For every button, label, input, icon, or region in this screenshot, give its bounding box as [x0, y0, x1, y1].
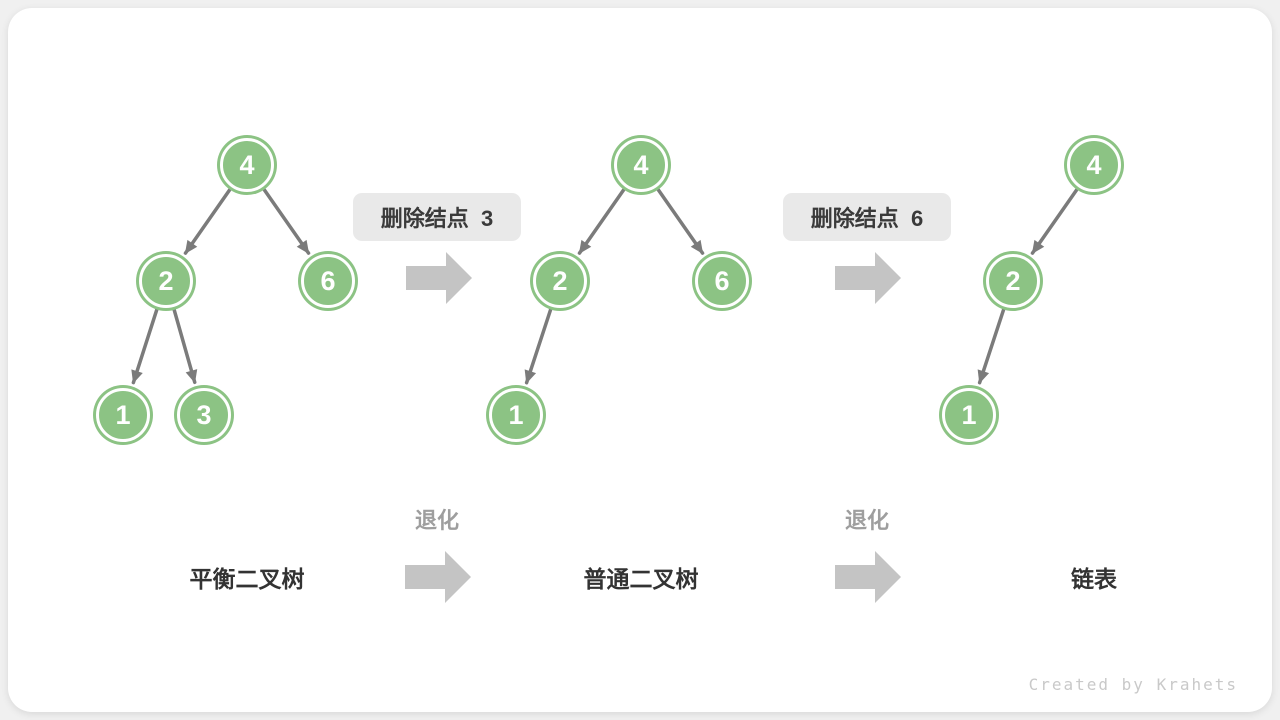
caption-ordinary-binary-tree: 普通二叉树: [583, 566, 699, 592]
step-right-arrow-icon: [406, 252, 472, 304]
balanced-binary-tree-node-6: 6: [298, 251, 358, 311]
balanced-binary-tree-node-2: 2: [136, 251, 196, 311]
balanced-binary-tree-node-1: 1: [93, 385, 153, 445]
tree-edge-2-1: [977, 307, 1006, 385]
linked-list-tree-node-1: 1: [939, 385, 999, 445]
degrade-right-arrow-icon: [405, 551, 471, 603]
degrade-label: 退化: [844, 508, 890, 533]
ordinary-binary-tree-node-4: 4: [611, 135, 671, 195]
tree-edge-4-2: [577, 187, 626, 255]
degrade-label: 退化: [414, 508, 460, 533]
tree-edge-4-2: [1030, 187, 1079, 255]
step-right-arrow-icon: [835, 252, 901, 304]
balanced-binary-tree-node-3: 3: [174, 385, 234, 445]
balanced-binary-tree-node-4: 4: [217, 135, 277, 195]
degrade-right-arrow-icon: [835, 551, 901, 603]
tree-edge-2-1: [131, 307, 159, 385]
ordinary-binary-tree-node-2: 2: [530, 251, 590, 311]
ordinary-binary-tree-node-6: 6: [692, 251, 752, 311]
diagram-card: [8, 8, 1272, 712]
tree-edge-2-1: [524, 307, 553, 385]
linked-list-tree-node-4: 4: [1064, 135, 1124, 195]
step-label-delete-node-6: 删除结点 6: [783, 193, 951, 241]
tree-edge-2-3: [172, 308, 198, 385]
watermark-credit: Created by Krahets: [1028, 675, 1238, 694]
caption-linked-list: 链表: [1071, 566, 1117, 592]
tree-edge-4-2: [183, 187, 232, 255]
step-label-delete-node-3: 删除结点 3: [353, 193, 521, 241]
ordinary-binary-tree-node-1: 1: [486, 385, 546, 445]
tree-edge-4-6: [262, 187, 311, 255]
tree-edge-4-6: [656, 187, 705, 255]
linked-list-tree-node-2: 2: [983, 251, 1043, 311]
caption-balanced-binary-tree: 平衡二叉树: [189, 566, 305, 592]
